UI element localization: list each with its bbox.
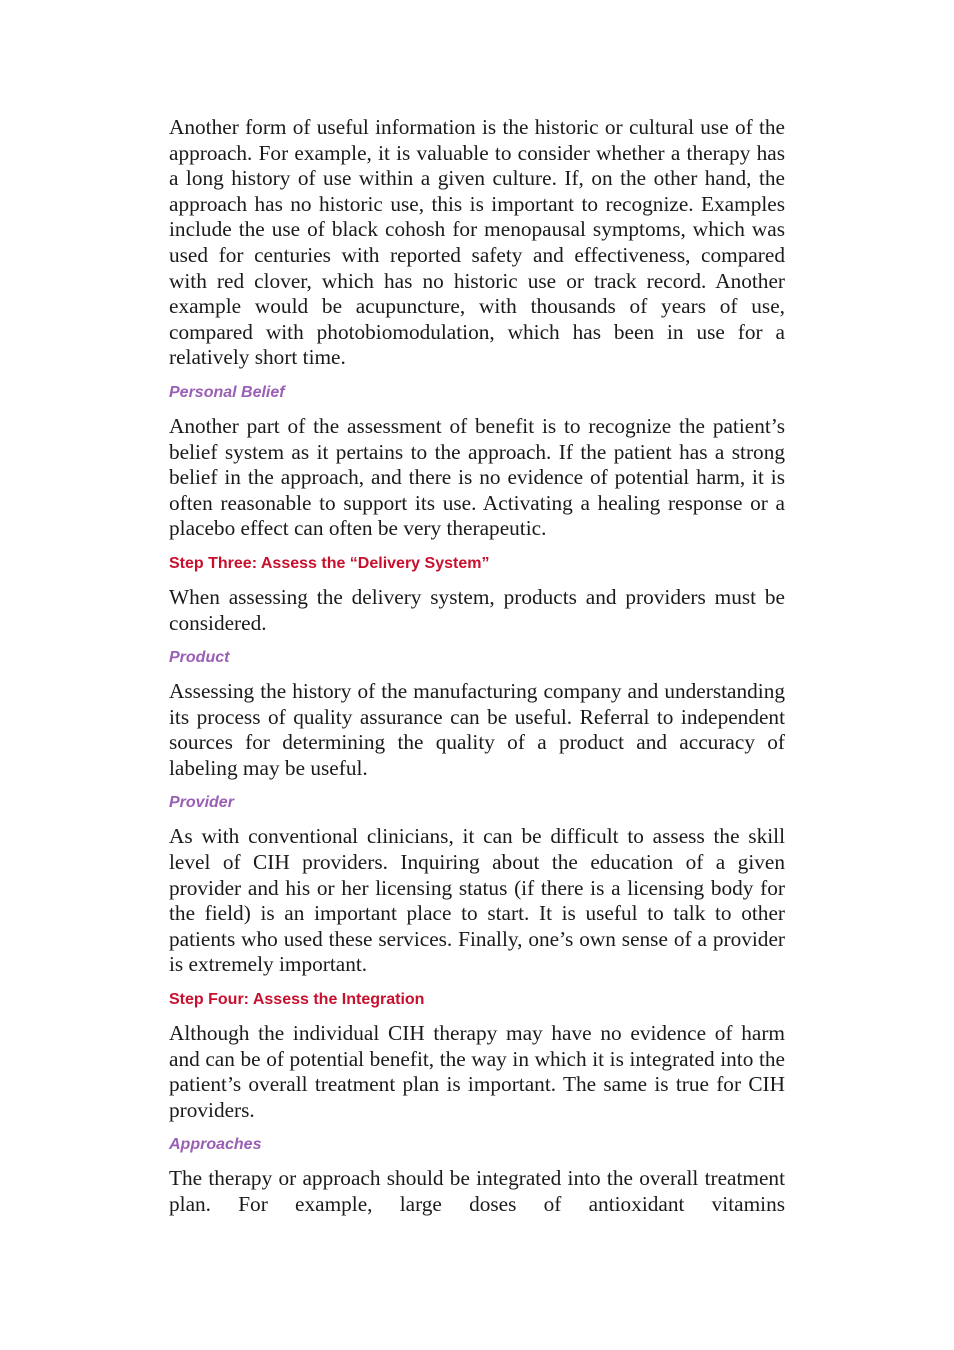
paragraph-product: Assessing the history of the manufacturi… — [169, 679, 785, 780]
document-page: Another form of useful information is th… — [169, 115, 785, 1218]
paragraph-personal-belief: Another part of the assessment of benefi… — [169, 413, 785, 541]
heading-step-three: Step Three: Assess the “Delivery System” — [169, 554, 490, 572]
paragraph-historic-use: Another form of useful information is th… — [169, 115, 785, 370]
paragraph-approaches: The therapy or approach should be integr… — [169, 1166, 785, 1216]
paragraph-integration: Although the individual CIH therapy may … — [169, 1021, 785, 1122]
paragraph-provider: As with conventional clinicians, it can … — [169, 824, 785, 977]
heading-product: Product — [169, 649, 230, 667]
heading-personal-belief: Personal Belief — [169, 383, 285, 401]
paragraph-delivery-system: When assessing the delivery system, prod… — [169, 584, 785, 635]
heading-provider: Provider — [169, 794, 234, 812]
heading-step-four: Step Four: Assess the Integration — [169, 991, 425, 1009]
heading-approaches: Approaches — [169, 1136, 262, 1154]
